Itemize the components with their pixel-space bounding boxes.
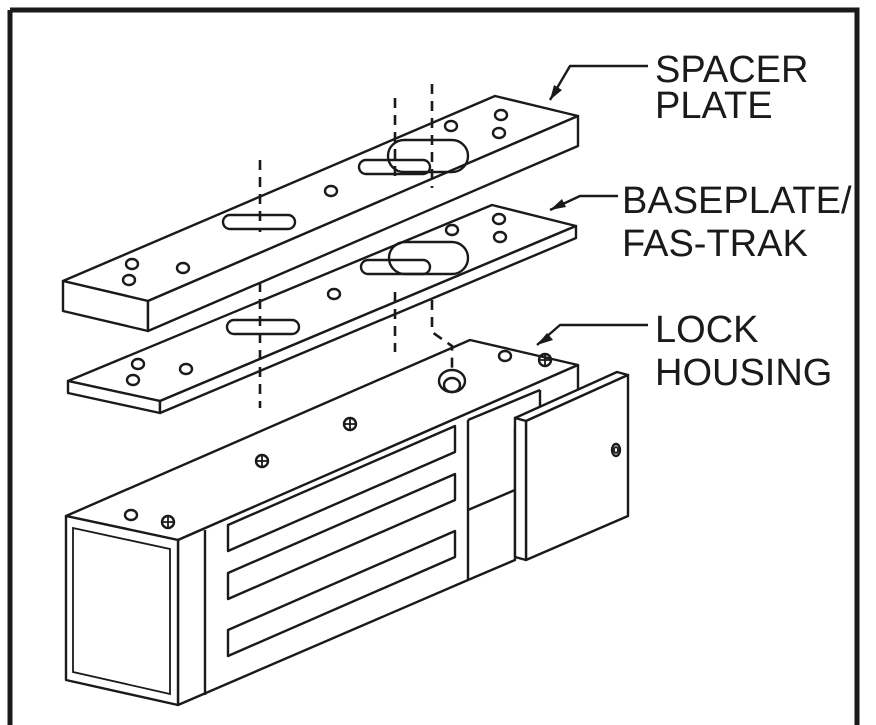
housing-end-cap — [513, 370, 630, 562]
baseplate-slot-right-large — [359, 240, 470, 276]
label-lock-line2: HOUSING — [655, 352, 832, 394]
label-spacer-line1: SPACER — [655, 49, 808, 91]
label-spacer-line2: PLATE — [655, 85, 773, 127]
label-baseplate-line2: FAS-TRAK — [622, 223, 808, 265]
baseplate-fas-trak — [66, 203, 578, 415]
leader-baseplate — [549, 194, 618, 212]
baseplate-holes — [125, 212, 508, 387]
spacer-plate — [61, 94, 580, 333]
spacer-holes — [121, 108, 509, 287]
spacer-slot-right-large — [357, 138, 470, 176]
baseplate-slot-left — [225, 318, 301, 336]
label-baseplate-line1: BASEPLATE/ — [622, 180, 852, 222]
label-lock-line1: LOCK — [655, 309, 758, 351]
housing-screws — [160, 352, 553, 530]
housing-holes — [123, 349, 513, 522]
leader-spacer-plate — [548, 64, 648, 101]
leader-lock-housing — [536, 323, 648, 346]
alignment-lines — [258, 84, 454, 408]
spacer-slot-left — [221, 213, 297, 231]
magnet-strips — [226, 424, 457, 658]
lock-housing — [64, 338, 630, 707]
